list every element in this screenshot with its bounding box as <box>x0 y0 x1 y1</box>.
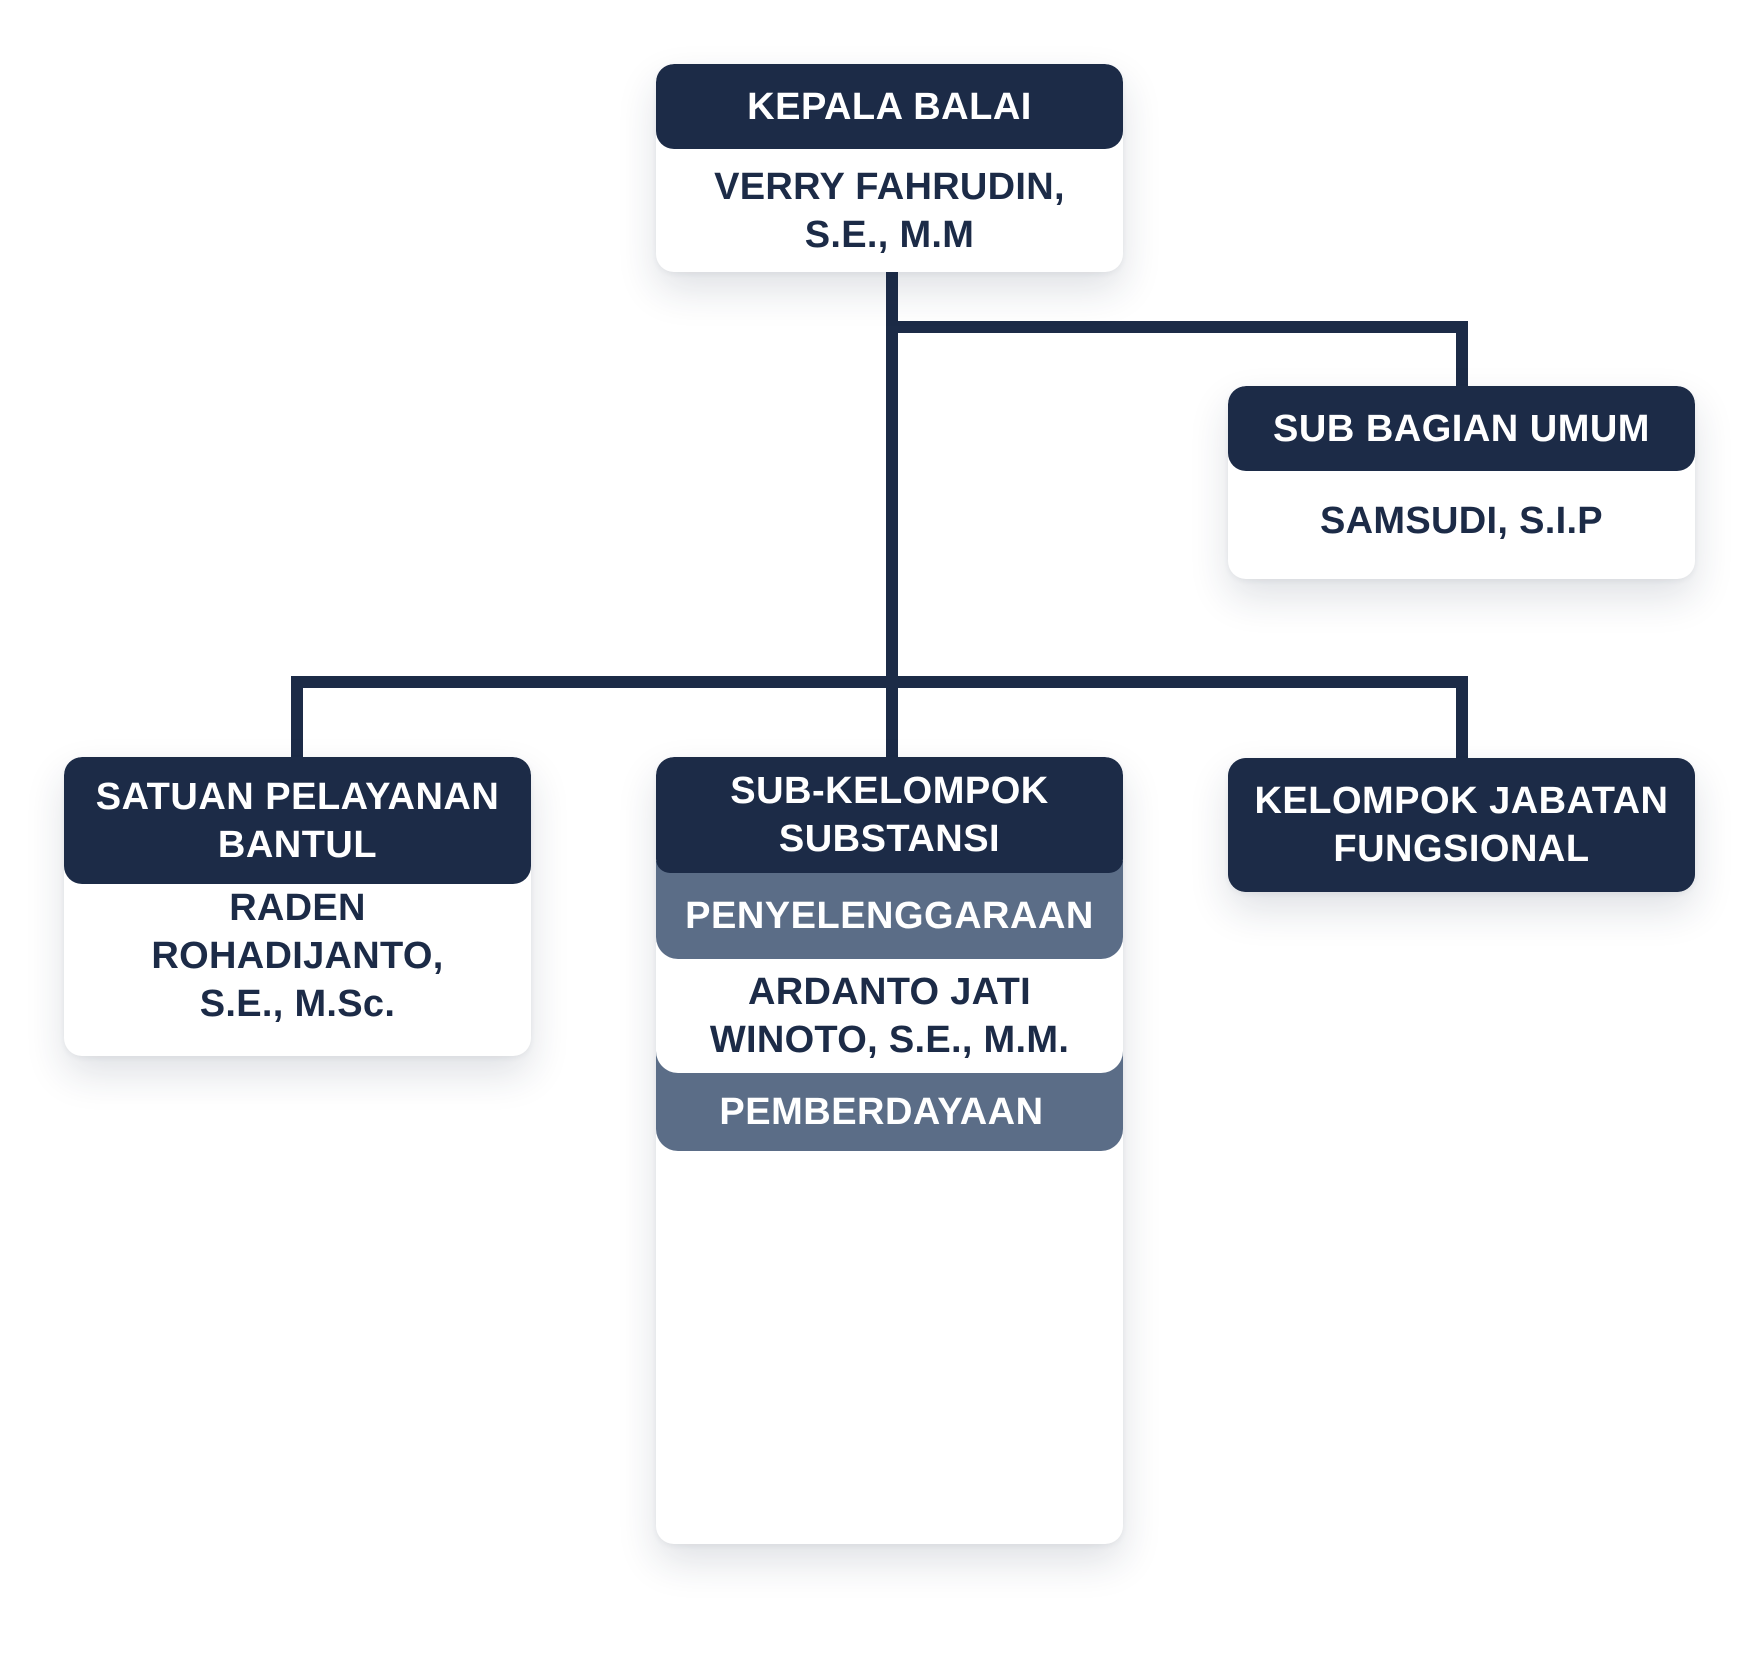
connector-bottom-horizontal <box>291 676 1468 688</box>
card-sub-kelompok-title: SUB-KELOMPOK SUBSTANSI <box>656 757 1123 873</box>
connector-to-sub-bagian-vertical <box>1456 321 1468 388</box>
card-sub-kelompok: SUB-KELOMPOK SUBSTANSI PENYELENGGARAAN A… <box>656 757 1123 1544</box>
connector-to-sub-bagian-horizontal <box>886 321 1468 333</box>
section-penyelenggaraan-name: ARDANTO JATI WINOTO, S.E., M.M. <box>656 945 1123 1073</box>
section-penyelenggaraan-header: PENYELENGGARAAN <box>656 861 1123 959</box>
card-satuan-pelayanan-name: RADEN ROHADIJANTO, S.E., M.Sc. <box>151 887 444 1025</box>
card-sub-bagian-umum-name: SAMSUDI, S.I.P <box>1320 500 1603 542</box>
section-produktivitas-name: AZOF GHAZALI SUJONO, S.T., M.T. <box>656 1379 1123 1529</box>
card-kepala-balai-title: KEPALA BALAI <box>656 64 1123 149</box>
connector-head-trunk <box>886 270 898 760</box>
card-satuan-pelayanan-title: SATUAN PELAYANAN BANTUL <box>64 757 531 884</box>
card-kelompok-jabatan-title: KELOMPOK JABATAN FUNGSIONAL <box>1228 758 1695 892</box>
card-sub-bagian-umum: SUB BAGIAN UMUM SAMSUDI, S.I.P <box>1228 386 1695 579</box>
card-sub-bagian-umum-title: SUB BAGIAN UMUM <box>1228 386 1695 471</box>
connector-to-satuan-vertical <box>291 676 303 760</box>
card-kepala-balai: KEPALA BALAI VERRY FAHRUDIN, S.E., M.M <box>656 64 1123 272</box>
connector-to-kelompok-vertical <box>1456 676 1468 760</box>
card-satuan-pelayanan: SATUAN PELAYANAN BANTUL RADEN ROHADIJANT… <box>64 757 531 1056</box>
section-produktivitas-header: PRODUKTIVITAS <box>656 1291 1123 1393</box>
section-pemberdayaan-name: TRINARTO SENO MARSWANTO, S.T., M.T. <box>656 1137 1123 1317</box>
card-kelompok-jabatan: KELOMPOK JABATAN FUNGSIONAL <box>1228 758 1695 892</box>
card-kepala-balai-name: VERRY FAHRUDIN, S.E., M.M <box>714 165 1065 256</box>
